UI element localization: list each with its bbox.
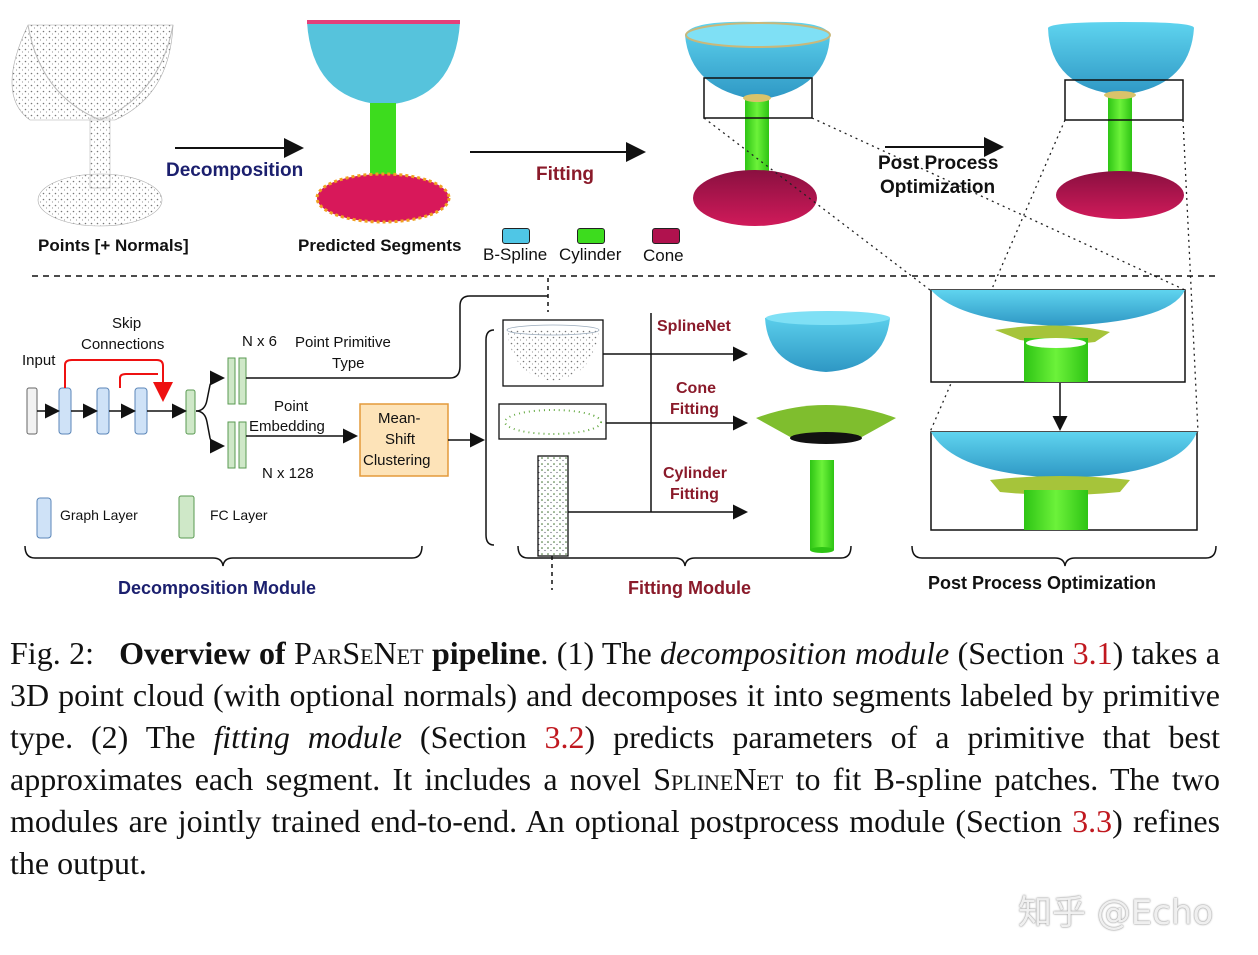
input-label: Input (22, 352, 56, 369)
caption-p3: ) takes a 3D point cloud (with optional … (10, 635, 1220, 755)
segments-label: Predicted Segments (298, 236, 462, 255)
point-cloud-goblet (11, 24, 174, 227)
skip-label-1: Skip (112, 315, 142, 332)
predicted-segments-goblet (307, 20, 460, 224)
caption-p7: ) refines the output. (10, 803, 1221, 881)
skip-label-2: Connections (81, 336, 165, 353)
decomposition-arrow-label: Decomposition (166, 160, 304, 181)
points-label: Points [+ Normals] (38, 236, 189, 255)
fitting-module-label: Fitting Module (628, 578, 751, 598)
embedding-label-1: Point (274, 398, 309, 415)
fitting-arrow-label: Fitting (536, 164, 595, 185)
embedding-label-2: Embedding (249, 418, 325, 435)
figure-caption: Fig. 2: Overview of ParSeNet pipeline. (… (10, 632, 1220, 884)
cylinder-fitting-label-1: Cylinder (663, 465, 728, 482)
legend-cylinder: Cylinder (559, 245, 622, 264)
post-process-module-label: Post Process Optimization (928, 573, 1157, 593)
post-process-label-2: Optimization (880, 177, 996, 198)
legend-swatch-cylinder (577, 228, 605, 244)
meanshift-label-2: Shift (385, 431, 416, 448)
caption-splinenet: SplineNet (653, 761, 784, 797)
legend-swatch-cone (652, 228, 680, 244)
cylinder-fitting-label-2: Fitting (670, 486, 719, 503)
legend-cone: Cone (643, 246, 684, 265)
pipeline-figure (11, 20, 1217, 590)
fitting-network (485, 311, 896, 590)
caption-fig: Fig. 2: (10, 635, 94, 671)
caption-title-name: ParSeNet (293, 635, 424, 671)
graph-layer-legend: Graph Layer (60, 507, 138, 523)
caption-ref-3-1[interactable]: 3.1 (1072, 635, 1113, 671)
fc-layer-legend: FC Layer (210, 507, 268, 523)
caption-title-b: pipeline (431, 635, 541, 671)
caption-p4: (Section (419, 719, 527, 755)
cone-fitting-label-1: Cone (676, 380, 716, 397)
caption-title-a: Overview of (119, 635, 286, 671)
meanshift-label-1: Mean- (378, 410, 421, 427)
nx128-label: N x 128 (262, 465, 314, 482)
caption-p1: . (1) The (540, 635, 652, 671)
caption-p2: (Section (957, 635, 1065, 671)
decomposition-network (24, 278, 549, 567)
optimized-goblet (1048, 22, 1194, 219)
caption-decomposition-module: decomposition module (660, 635, 950, 671)
decomposition-module-label: Decomposition Module (118, 578, 316, 598)
caption-ref-3-2[interactable]: 3.2 (544, 719, 585, 755)
post-process-zoom (911, 289, 1217, 567)
meanshift-label-3: Clustering (363, 452, 431, 469)
fitted-goblet (685, 21, 831, 226)
post-process-label-1: Post Process (878, 153, 999, 174)
caption-fitting-module: fitting module (213, 719, 402, 755)
cone-fitting-label-2: Fitting (670, 401, 719, 418)
legend-swatch-bspline (502, 228, 530, 244)
nx6-label: N x 6 (242, 333, 278, 350)
primitive-label-2: Type (332, 355, 365, 372)
legend-bspline: B-Spline (483, 245, 548, 264)
caption-ref-3-3[interactable]: 3.3 (1072, 803, 1113, 839)
splinenet-label: SplineNet (657, 318, 731, 335)
primitive-label-1: Point Primitive (295, 334, 391, 351)
watermark: 知乎 @Echo (1018, 893, 1214, 933)
caption-p5: ) predicts parameters of a primitive tha… (10, 719, 1221, 797)
caption-p6: to fit B-spline patches. The two modules… (10, 761, 1221, 839)
